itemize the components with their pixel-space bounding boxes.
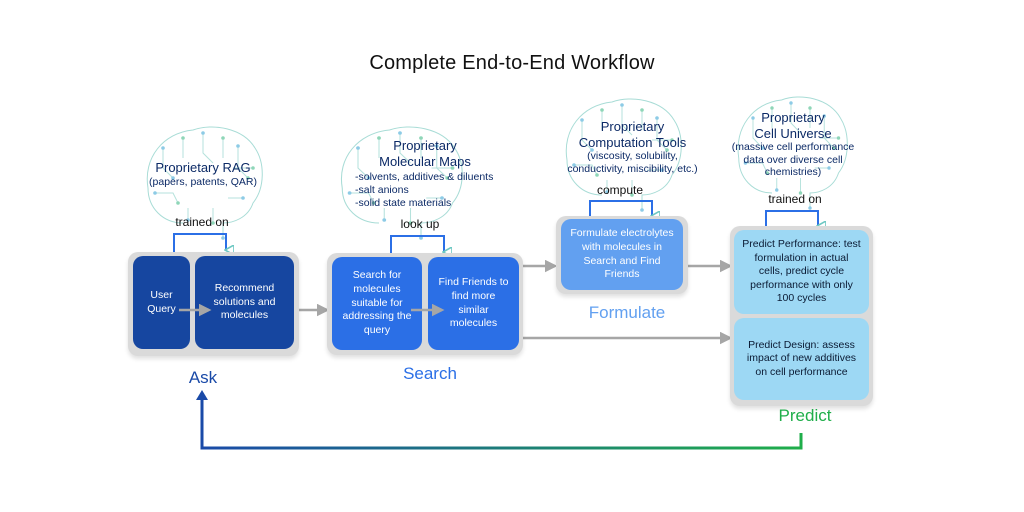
rag-heading: Proprietary RAG <box>155 160 251 175</box>
box-formulate: Formulate electrolytes with molecules in… <box>561 219 683 290</box>
rag-subtitle: (papers, patents, QAR) <box>149 175 257 188</box>
resource-cells: Proprietary Cell Universe (massive cell … <box>718 110 868 179</box>
box-find-friends: Find Friends to find more similar molecu… <box>428 257 519 350</box>
tools-heading-2: Computation Tools <box>578 134 687 150</box>
tools-sub-2: conductivity, miscibility, etc.) <box>567 162 698 175</box>
box-user-query: User Query <box>133 256 190 349</box>
maps-item: -salt anions <box>355 184 409 197</box>
resource-maps: Proprietary Molecular Maps <box>350 138 500 169</box>
connector-cells <box>765 210 818 228</box>
maps-heading-1: Proprietary <box>393 138 457 153</box>
relation-label-cells: trained on <box>768 192 822 206</box>
cells-heading-1: Proprietary <box>761 110 825 125</box>
resource-tools: Proprietary Computation Tools (viscosity… <box>550 119 715 175</box>
cells-sub-2: data over diverse cell <box>743 153 843 166</box>
box-predict-design: Predict Design: assess impact of new add… <box>734 318 869 400</box>
maps-list: -solvents, additives & diluents -salt an… <box>355 171 525 210</box>
relation-label-tools: compute <box>596 183 644 197</box>
relation-label-rag: trained on <box>175 215 229 229</box>
maps-item: -solid state materials <box>355 197 452 210</box>
stage-label-search: Search <box>403 364 457 383</box>
stage-label-formulate: Formulate <box>588 303 666 322</box>
cells-heading-2: Cell Universe <box>754 125 832 141</box>
connector-rag <box>173 233 226 252</box>
tools-heading-1: Proprietary <box>600 119 665 134</box>
feedback-arrowhead <box>196 390 208 400</box>
box-search-molecules: Search for molecules suitable for addres… <box>332 257 422 350</box>
connector-maps <box>390 235 444 254</box>
connector-tools <box>589 200 652 218</box>
cells-sub-3: chemistries) <box>764 166 822 179</box>
relation-label-maps: look up <box>400 217 440 231</box>
box-recommend: Recommend solutions and molecules <box>195 256 294 349</box>
maps-item: -solvents, additives & diluents <box>355 171 494 183</box>
tools-sub-1: (viscosity, solubility, <box>587 150 678 163</box>
cells-sub-1: (massive cell performance <box>731 141 855 154</box>
feedback-loop-arrow <box>200 396 803 450</box>
box-predict-performance: Predict Performance: test formulation in… <box>734 230 869 314</box>
diagram-title: Complete End-to-End Workflow <box>369 52 655 74</box>
maps-heading-2: Molecular Maps <box>379 153 471 169</box>
resource-rag: Proprietary RAG (papers, patents, QAR) <box>133 160 273 188</box>
stage-label-predict: Predict <box>778 406 832 425</box>
stage-label-ask: Ask <box>188 368 218 387</box>
